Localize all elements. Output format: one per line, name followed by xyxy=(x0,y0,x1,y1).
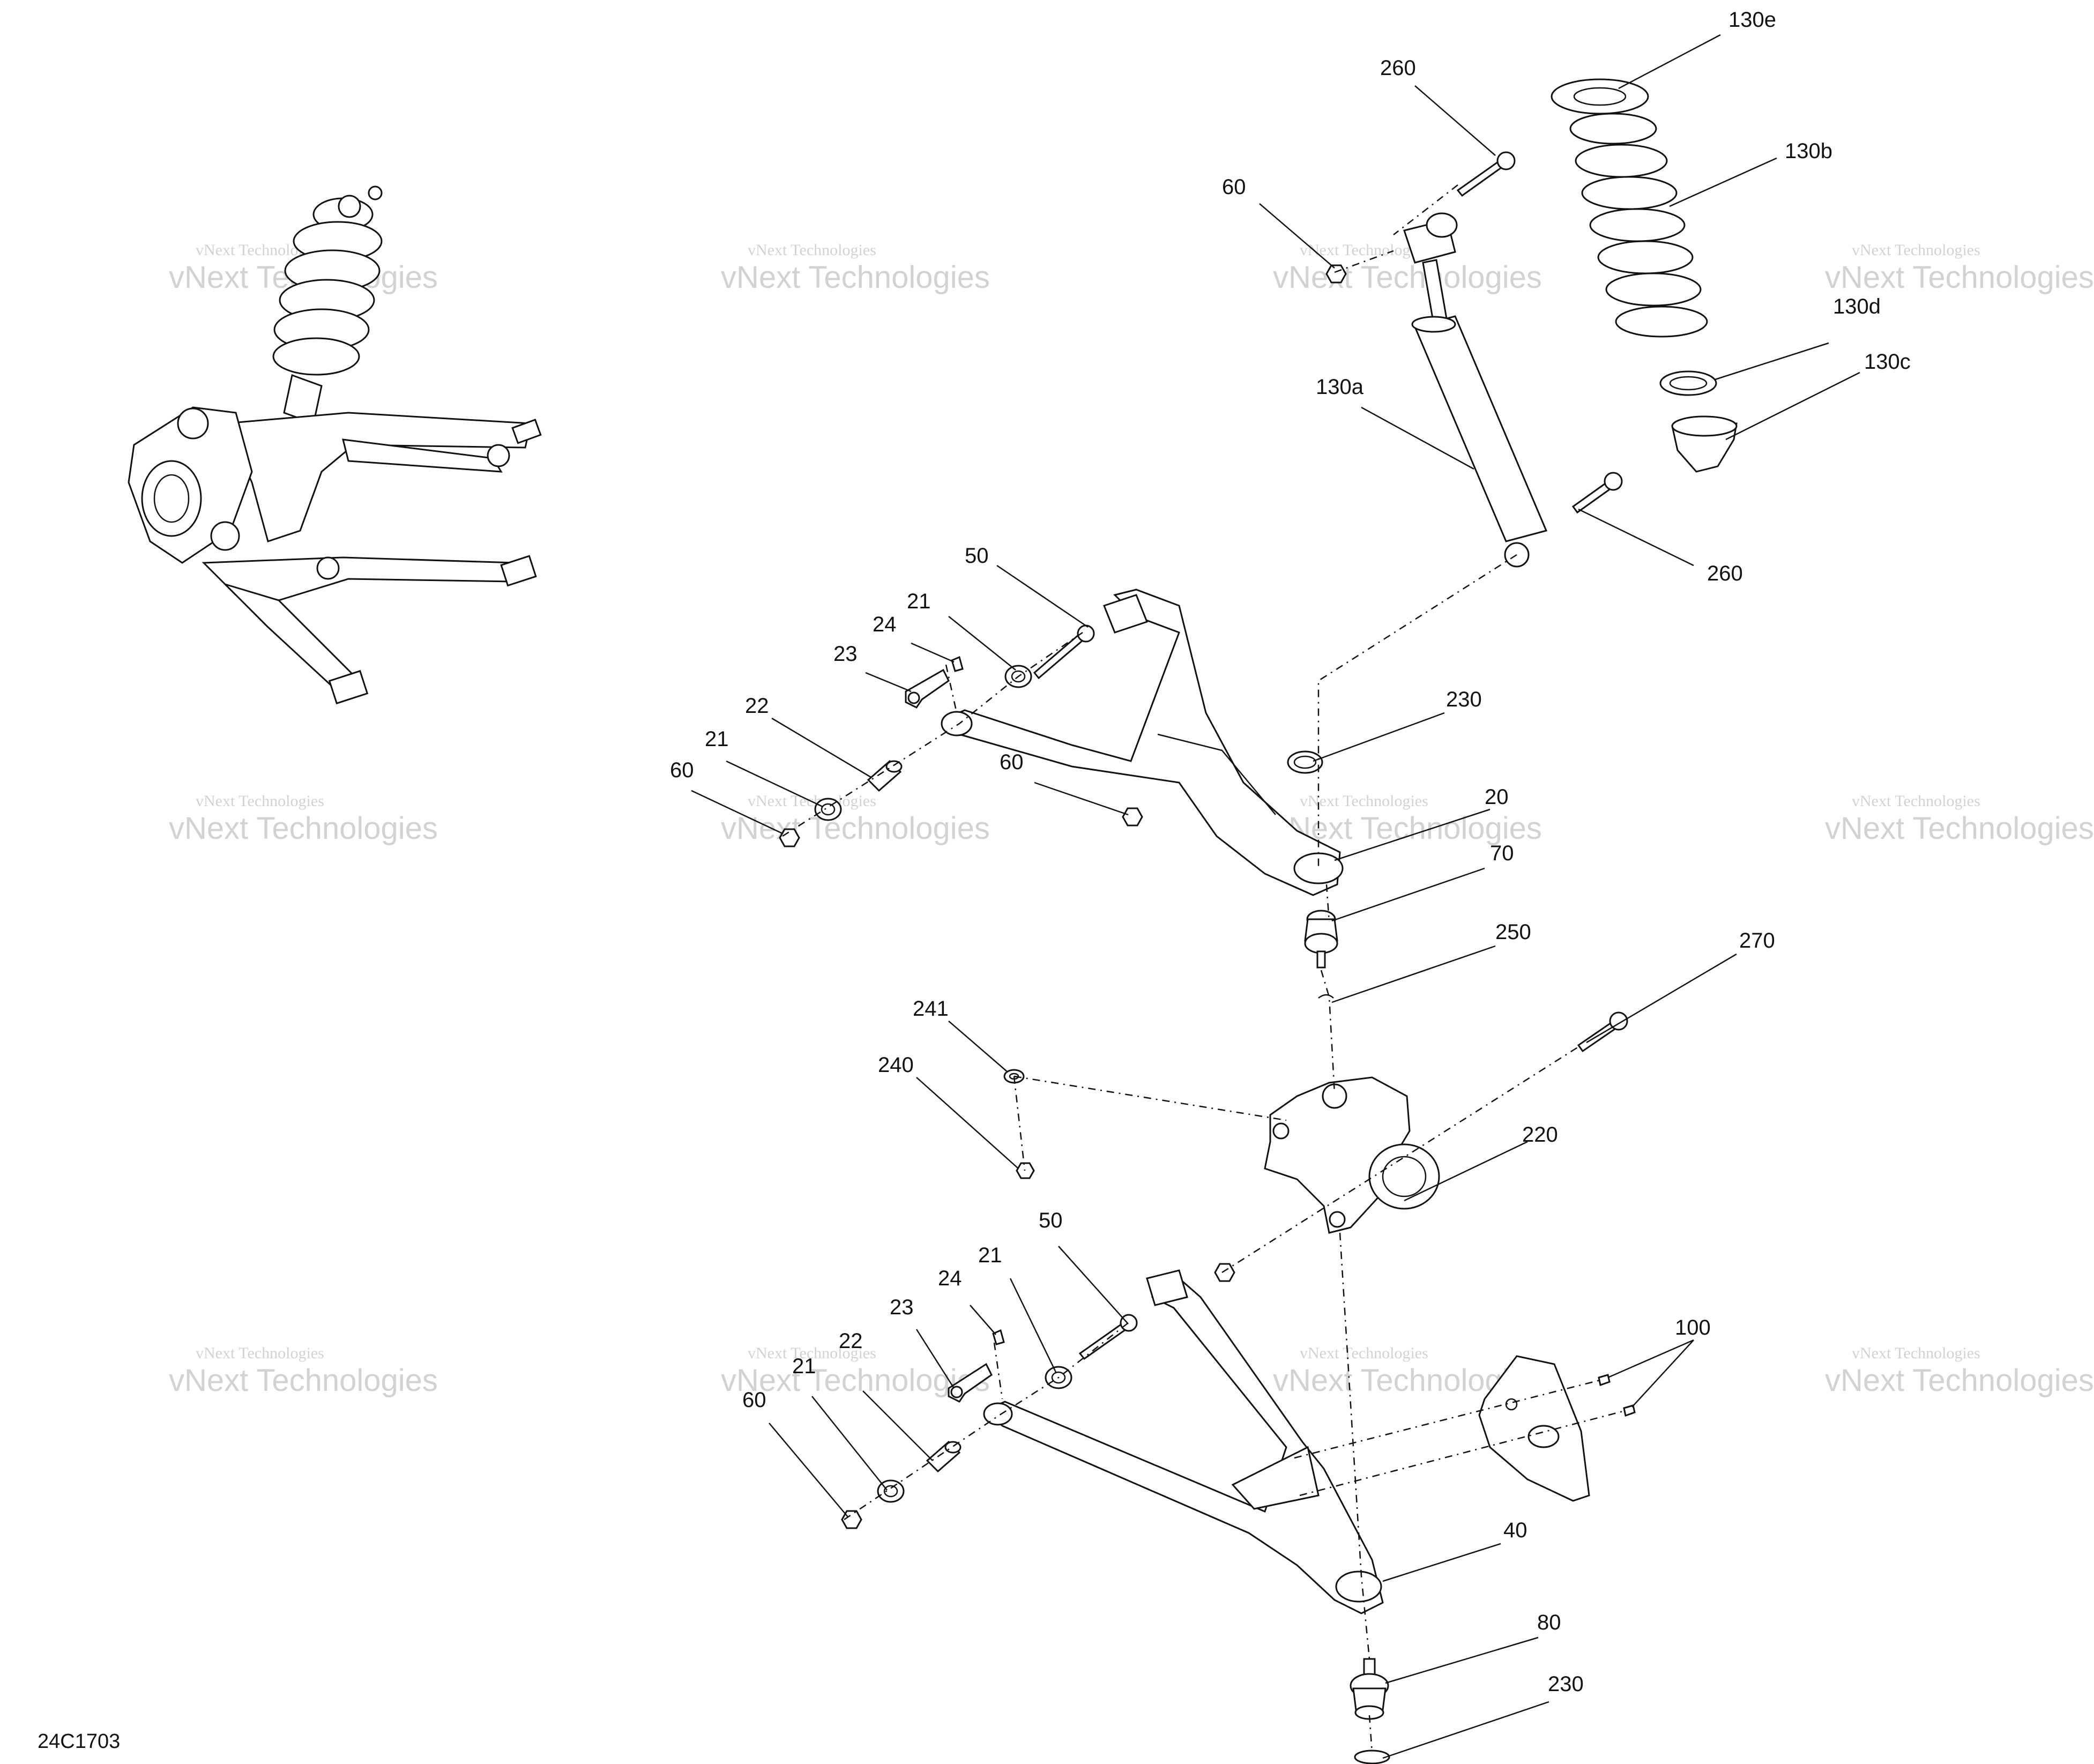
part-23-lower-bracket xyxy=(948,1363,993,1403)
callout-21-upper-b: 21 xyxy=(705,727,729,751)
part-21-upper-bushing-rear xyxy=(814,798,842,821)
callout-241: 241 xyxy=(913,997,949,1021)
part-260-upper-bolt xyxy=(1456,151,1516,197)
part-80-lower-ball-joint xyxy=(1350,1658,1389,1720)
callout-260-bottom: 260 xyxy=(1707,562,1743,585)
callout-130c: 130c xyxy=(1864,350,1911,374)
callout-60-upper-arm: 60 xyxy=(670,758,694,782)
callout-230-lower: 230 xyxy=(1548,1672,1584,1696)
callout-130a: 130a xyxy=(1316,375,1364,399)
part-230-upper-circlip xyxy=(1287,750,1323,774)
callout-250: 250 xyxy=(1495,920,1531,944)
part-130e-spring-seat xyxy=(1551,78,1649,115)
callout-130e: 130e xyxy=(1728,8,1776,32)
callout-70: 70 xyxy=(1490,842,1514,865)
part-50-lower-bolt xyxy=(1078,1314,1138,1360)
part-22-lower-sleeve xyxy=(926,1440,962,1473)
part-270-bolt xyxy=(1577,1011,1628,1053)
callout-21-lower-b: 21 xyxy=(792,1354,816,1378)
part-22-upper-sleeve xyxy=(867,760,903,792)
part-23-upper-bracket xyxy=(905,668,950,709)
callout-23-lower: 23 xyxy=(890,1296,914,1319)
part-60-center-nut xyxy=(1122,807,1143,827)
part-70-upper-ball-joint xyxy=(1304,910,1338,969)
part-40-lower-a-arm xyxy=(983,1269,1384,1614)
part-50-upper-bolt xyxy=(1033,624,1095,680)
part-100-screw-upper xyxy=(1598,1374,1611,1386)
part-60-shock-nut xyxy=(1325,264,1347,284)
callout-230-upper: 230 xyxy=(1446,688,1482,711)
callout-260-top: 260 xyxy=(1380,56,1416,80)
callout-220: 220 xyxy=(1522,1123,1558,1147)
callout-21-upper-a: 21 xyxy=(907,590,931,613)
part-230-lower-circlip xyxy=(1354,1750,1390,1764)
exploded-view-drawing: 130e 260 130b 60 130d 130c 130a 260 50 2… xyxy=(128,8,1911,1764)
assembled-knuckle xyxy=(128,406,253,564)
part-240-nut xyxy=(1016,1162,1035,1179)
assembly-axis-lines xyxy=(782,184,1626,1753)
callout-240: 240 xyxy=(878,1053,914,1077)
callout-60-center: 60 xyxy=(1000,750,1024,774)
callout-130d: 130d xyxy=(1833,295,1881,318)
part-24-upper-grease-fitting xyxy=(951,656,964,672)
part-130a-shock-absorber xyxy=(1403,212,1548,568)
part-130d-seat-ring xyxy=(1659,370,1717,396)
assembled-coilover xyxy=(272,185,383,425)
callout-50-upper: 50 xyxy=(965,544,989,568)
part-60-upper-arm-nut xyxy=(779,828,800,847)
diagram-id: 24C1703 xyxy=(38,1730,121,1753)
callout-24-upper: 24 xyxy=(873,613,897,636)
callout-270: 270 xyxy=(1739,929,1775,952)
callout-80: 80 xyxy=(1537,1611,1561,1634)
part-20-upper-a-arm xyxy=(941,589,1344,896)
callout-50-lower: 50 xyxy=(1039,1209,1063,1232)
assembled-suspension xyxy=(128,185,542,705)
callout-21-lower-a: 21 xyxy=(978,1244,1002,1267)
part-250-cotter-pin xyxy=(1318,994,1334,999)
callout-60-lower-arm: 60 xyxy=(742,1388,766,1412)
callout-130b: 130b xyxy=(1785,139,1832,163)
callout-labels: 130e 260 130b 60 130d 130c 130a 260 50 2… xyxy=(670,8,1911,1696)
assembled-upper-arm xyxy=(223,412,542,542)
callout-24-lower: 24 xyxy=(938,1267,962,1290)
assembled-lower-arm xyxy=(202,555,537,705)
part-260-lower-bolt xyxy=(1571,472,1623,514)
part-220-knuckle xyxy=(1264,1076,1440,1234)
callout-60-shock: 60 xyxy=(1222,175,1246,199)
leader-lines xyxy=(691,34,1860,1759)
callout-100: 100 xyxy=(1675,1316,1711,1339)
part-100-screw-lower xyxy=(1623,1404,1636,1417)
callout-22-upper: 22 xyxy=(745,694,769,718)
part-guard-plate xyxy=(1478,1355,1590,1502)
part-130b-coil-spring xyxy=(1569,113,1708,338)
callout-40: 40 xyxy=(1503,1519,1527,1542)
part-130c-bump-stop xyxy=(1671,415,1738,473)
part-60-knuckle-nut xyxy=(1214,1263,1235,1282)
callout-20: 20 xyxy=(1485,785,1509,809)
callout-23-upper: 23 xyxy=(833,642,858,666)
callout-22-lower: 22 xyxy=(839,1329,863,1353)
